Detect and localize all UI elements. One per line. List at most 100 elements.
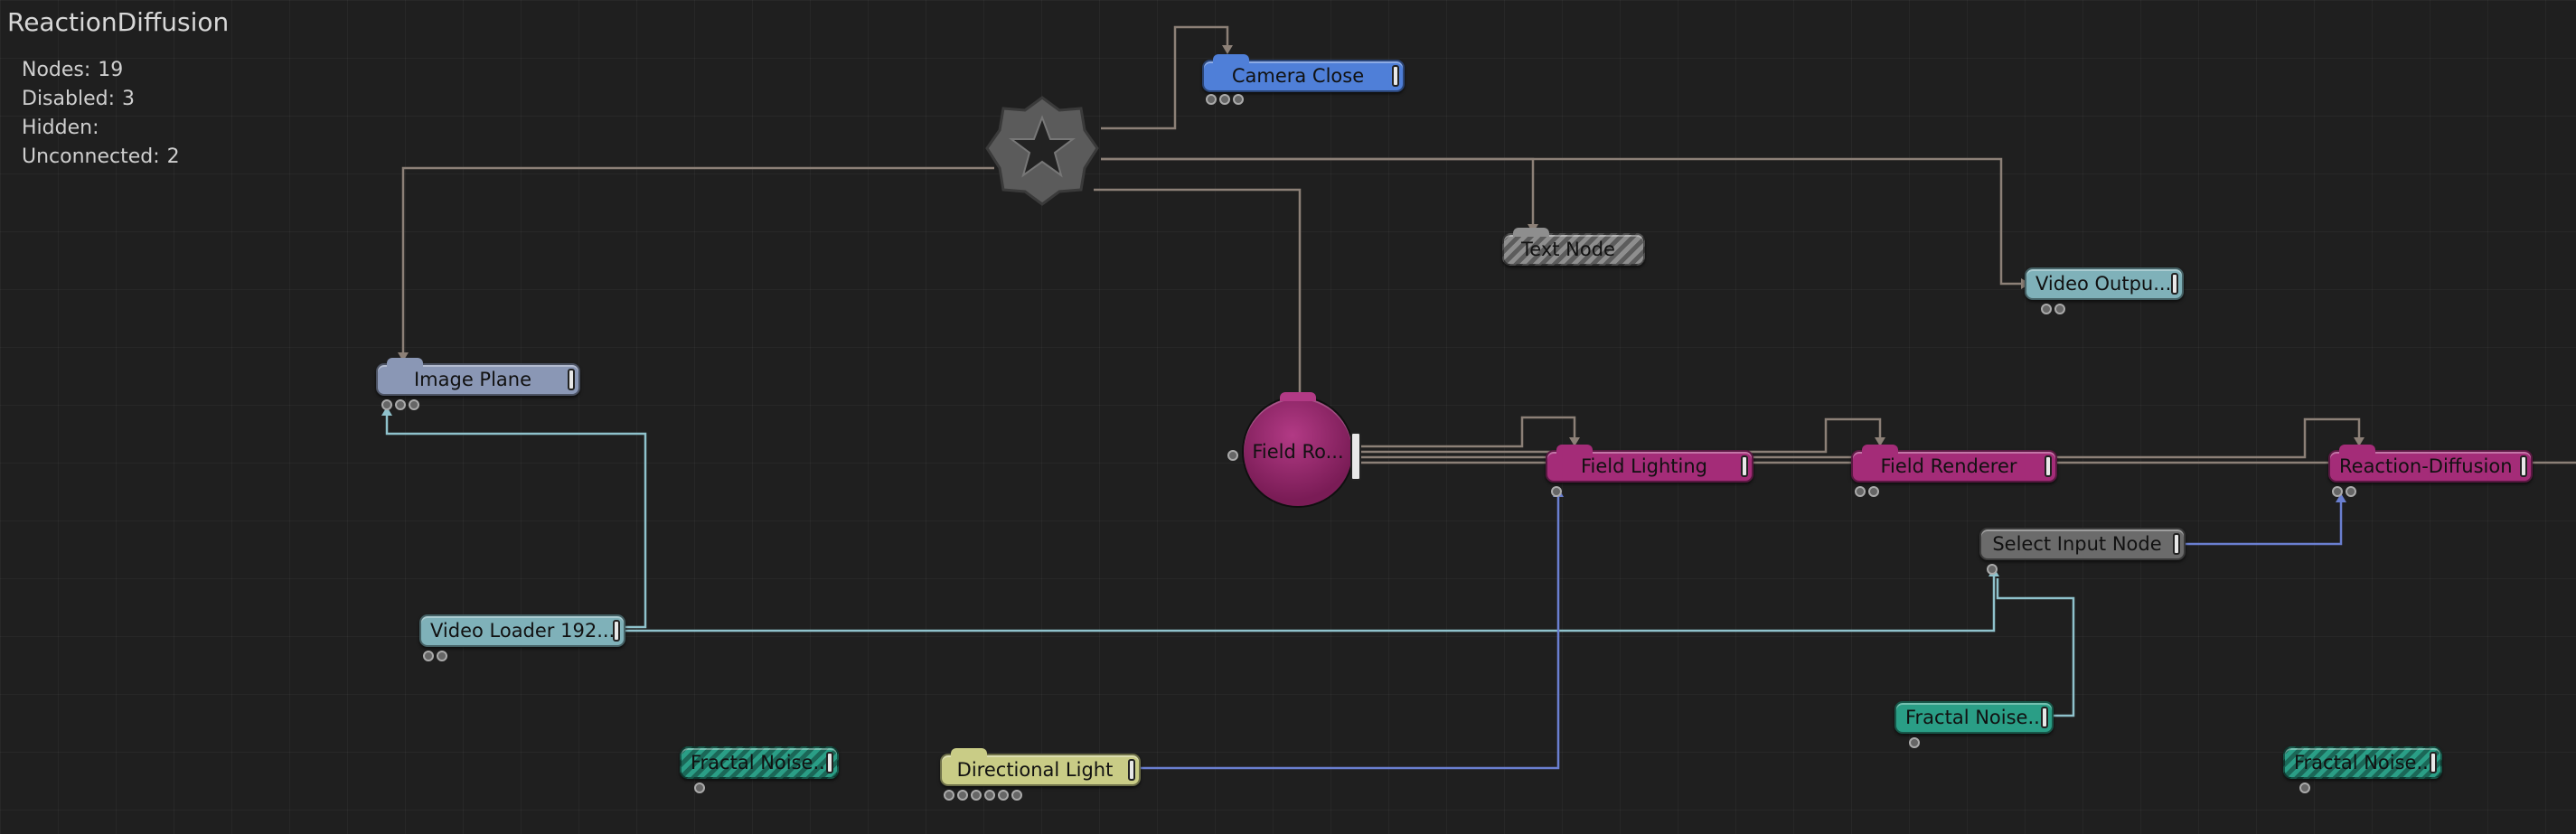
- port[interactable]: [957, 790, 968, 801]
- wire-video-select: [625, 575, 1996, 633]
- port[interactable]: [1011, 790, 1022, 801]
- port[interactable]: [1219, 94, 1230, 105]
- port[interactable]: [694, 782, 705, 793]
- disabled-label: Disabled:: [22, 88, 115, 110]
- wire-light-field-lighting: [1141, 493, 1560, 770]
- unconnected-label: Unconnected:: [22, 145, 160, 168]
- port[interactable]: [1206, 94, 1217, 105]
- unconnected-value: 2: [166, 145, 180, 168]
- node-label: Camera Close: [1231, 65, 1365, 87]
- node-resize-handle[interactable]: [2520, 455, 2527, 477]
- node-ports: [2041, 304, 2065, 314]
- node-field-root[interactable]: Field Ro...: [1244, 392, 1361, 506]
- node-field-renderer[interactable]: Field Renderer: [1851, 445, 2057, 483]
- port[interactable]: [1855, 486, 1866, 497]
- port[interactable]: [395, 399, 406, 410]
- node-ports: [1987, 564, 1998, 575]
- port[interactable]: [2054, 304, 2065, 314]
- port[interactable]: [1227, 450, 1238, 461]
- node-ports: [944, 790, 1022, 801]
- wire-root-image-plane: [401, 166, 994, 352]
- node-text-node[interactable]: Text Node: [1502, 228, 1645, 266]
- node-label: Image Plane: [413, 369, 532, 390]
- wire-root-video-output: [1101, 157, 2025, 286]
- node-camera-close[interactable]: Camera Close: [1202, 54, 1405, 92]
- node-field-lighting[interactable]: Field Lighting: [1546, 445, 1753, 483]
- node-ports: [1909, 737, 1920, 748]
- node-image-plane[interactable]: Image Plane: [376, 358, 580, 396]
- node-ports: [1206, 94, 1244, 105]
- node-label: Reaction-Diffusion: [2339, 455, 2513, 477]
- port[interactable]: [437, 651, 447, 661]
- node-ports: [1855, 486, 1879, 497]
- node-fractal-noise-3[interactable]: Fractal Noise...: [2283, 746, 2442, 779]
- node-label: Select Input Node: [1992, 533, 2162, 555]
- stats-panel: Nodes: 19 Disabled: 3 Hidden: Unconnected:…: [22, 56, 187, 172]
- node-ports: [1551, 486, 1562, 497]
- port[interactable]: [1987, 564, 1998, 575]
- port[interactable]: [2299, 782, 2310, 793]
- port[interactable]: [381, 399, 392, 410]
- node-label: Fractal Noise...: [2294, 752, 2435, 773]
- wire-video-image-plane: [385, 414, 647, 629]
- hidden-label: Hidden:: [22, 117, 99, 139]
- node-select-input[interactable]: Select Input Node: [1979, 528, 2186, 560]
- port[interactable]: [2346, 486, 2356, 497]
- port[interactable]: [984, 790, 995, 801]
- node-label: Field Lighting: [1580, 455, 1708, 477]
- node-resize-handle[interactable]: [2045, 455, 2052, 477]
- node-ports: [423, 651, 447, 661]
- port[interactable]: [423, 651, 434, 661]
- wire-root-field-root: [1094, 188, 1302, 398]
- node-directional-light[interactable]: Directional Light: [940, 748, 1141, 786]
- node-resize-handle[interactable]: [568, 369, 575, 390]
- node-ports: [694, 782, 705, 793]
- node-resize-handle[interactable]: [2171, 273, 2178, 295]
- port[interactable]: [998, 790, 1009, 801]
- node-label: Field Renderer: [1880, 455, 2017, 477]
- node-label: Fractal Noise...: [691, 752, 832, 773]
- node-video-output[interactable]: Video Outpu...: [2025, 267, 2184, 300]
- node-resize-handle[interactable]: [1392, 65, 1399, 87]
- page-title: ReactionDiffusion: [7, 7, 230, 37]
- node-fractal-noise-1[interactable]: Fractal Noise...: [680, 746, 839, 779]
- node-resize-handle[interactable]: [1128, 759, 1135, 781]
- node-label: Field Ro...: [1252, 441, 1344, 463]
- node-label: Text Node: [1521, 239, 1615, 260]
- node-video-loader[interactable]: Video Loader 192...: [419, 614, 625, 647]
- disabled-value: 3: [122, 88, 135, 110]
- port[interactable]: [1551, 486, 1562, 497]
- wire-root-text: [1101, 157, 1535, 226]
- port[interactable]: [1909, 737, 1920, 748]
- port[interactable]: [971, 790, 982, 801]
- wire-root-camera: [1101, 25, 1229, 130]
- node-ports: [2332, 486, 2356, 497]
- wire-fractal-select: [1996, 578, 2075, 717]
- node-resize-handle[interactable]: [1350, 432, 1361, 481]
- node-label: Directional Light: [956, 759, 1114, 781]
- node-label: Video Outpu...: [2035, 273, 2172, 295]
- node-label: Video Loader 192...: [430, 620, 616, 642]
- node-ports: [2299, 782, 2310, 793]
- port[interactable]: [1868, 486, 1879, 497]
- node-ports: [381, 399, 419, 410]
- port[interactable]: [2332, 486, 2343, 497]
- node-resize-handle[interactable]: [2041, 707, 2048, 728]
- node-fractal-noise-2[interactable]: Fractal Noise...: [1894, 701, 2054, 734]
- node-resize-handle[interactable]: [2430, 752, 2437, 773]
- node-reaction-diffusion[interactable]: Reaction-Diffusion: [2328, 445, 2533, 483]
- node-resize-handle[interactable]: [826, 752, 833, 773]
- port[interactable]: [1233, 94, 1244, 105]
- wire-field-root-lighting: [1356, 416, 1576, 448]
- port[interactable]: [944, 790, 954, 801]
- node-label: Fractal Noise...: [1905, 707, 2046, 728]
- wire-select-reaction: [2186, 499, 2343, 546]
- port[interactable]: [2041, 304, 2052, 314]
- node-resize-handle[interactable]: [2173, 533, 2180, 555]
- nodes-value: 19: [98, 59, 124, 81]
- node-resize-handle[interactable]: [1741, 455, 1748, 477]
- node-resize-handle[interactable]: [613, 620, 620, 642]
- nodes-label: Nodes:: [22, 59, 91, 81]
- port[interactable]: [409, 399, 419, 410]
- star-gear-icon[interactable]: [983, 92, 1101, 210]
